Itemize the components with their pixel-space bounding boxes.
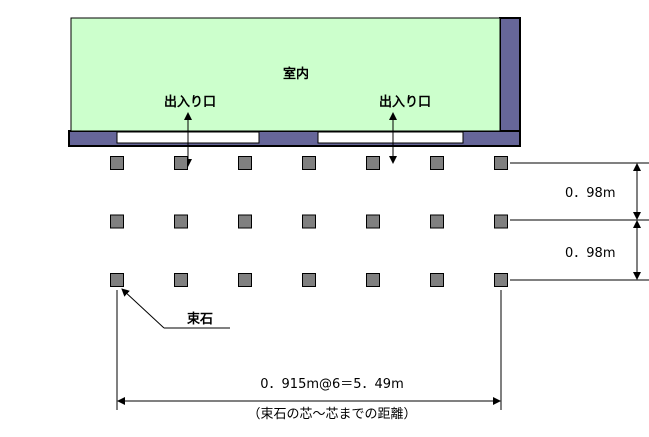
footing-stone-leader xyxy=(121,288,165,329)
footing-stone xyxy=(494,156,508,170)
row-spacing-label-bottom: 0．98m xyxy=(565,246,615,261)
room-label: 室内 xyxy=(283,66,309,82)
row-spacing-label-top: 0．98m xyxy=(565,186,615,201)
footing-stone xyxy=(174,273,188,287)
footing-stone xyxy=(494,273,508,287)
footing-stone xyxy=(110,156,124,170)
footing-stone xyxy=(238,214,252,229)
entrance-label-right: 出入り口 xyxy=(379,94,431,110)
footing-stone xyxy=(430,214,444,229)
footing-stone xyxy=(302,273,316,287)
span-total-label: 0．915m@6＝5．49m xyxy=(260,377,404,392)
footing-stone xyxy=(494,214,508,229)
footing-stone xyxy=(238,156,252,170)
footing-stone xyxy=(366,156,380,170)
footing-stone xyxy=(238,273,252,287)
footing-stone xyxy=(174,156,188,170)
footing-stone-grid xyxy=(110,156,508,287)
room-interior xyxy=(70,17,501,132)
footing-stone xyxy=(366,214,380,229)
footing-stone xyxy=(430,273,444,287)
footing-stone-label: 束石 xyxy=(187,311,213,327)
entrance-label-left: 出入り口 xyxy=(164,94,216,110)
footing-stone xyxy=(110,214,124,229)
footing-stone xyxy=(430,156,444,170)
footing-stone xyxy=(110,273,124,287)
footing-stone xyxy=(302,156,316,170)
door-opening-right xyxy=(317,131,464,144)
footing-stone xyxy=(302,214,316,229)
footing-stone xyxy=(174,214,188,229)
span-note-label: （束石の芯～芯までの距離） xyxy=(247,407,416,422)
footing-stone xyxy=(366,273,380,287)
